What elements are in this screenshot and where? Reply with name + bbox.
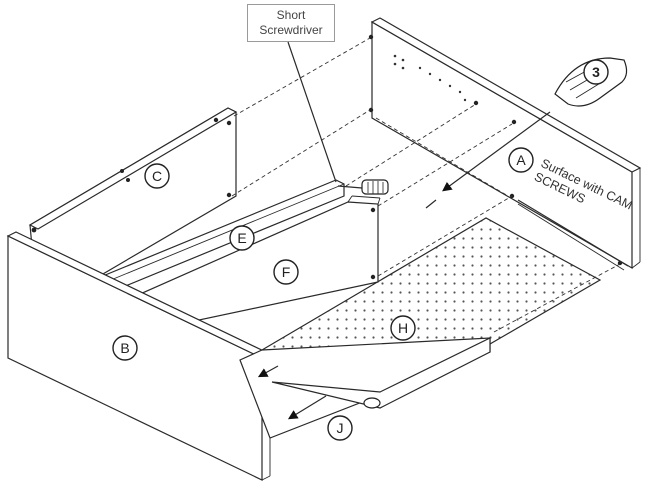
label-j: J: [327, 415, 353, 441]
svg-text:F: F: [282, 264, 291, 280]
right-rail: [517, 199, 629, 271]
label-h: H: [390, 315, 416, 341]
short-screwdriver-callout: Short Screwdriver: [247, 4, 335, 42]
step-3-label: 3: [583, 59, 609, 85]
svg-text:3: 3: [592, 64, 600, 80]
label-c: C: [144, 163, 170, 189]
panel-j: [239, 337, 491, 439]
assembly-guides: [231, 37, 621, 333]
label-f: F: [273, 259, 299, 285]
svg-text:E: E: [237, 230, 246, 246]
callout-line-2: Screwdriver: [259, 23, 323, 37]
label-b: B: [112, 335, 138, 361]
svg-text:H: H: [398, 320, 408, 336]
label-a: A: [508, 147, 534, 173]
panel-a: [370, 17, 642, 270]
svg-text:B: B: [120, 340, 129, 356]
screwdriver-icon: [337, 179, 389, 195]
slide-arrows: [257, 365, 327, 420]
callout-line-1: Short: [276, 8, 306, 22]
callout-leader-line: [287, 41, 337, 183]
svg-text:J: J: [337, 420, 344, 436]
svg-text:C: C: [152, 168, 162, 184]
label-e: E: [229, 225, 255, 251]
svg-text:A: A: [516, 152, 526, 168]
panel-a-screws: [368, 34, 623, 266]
